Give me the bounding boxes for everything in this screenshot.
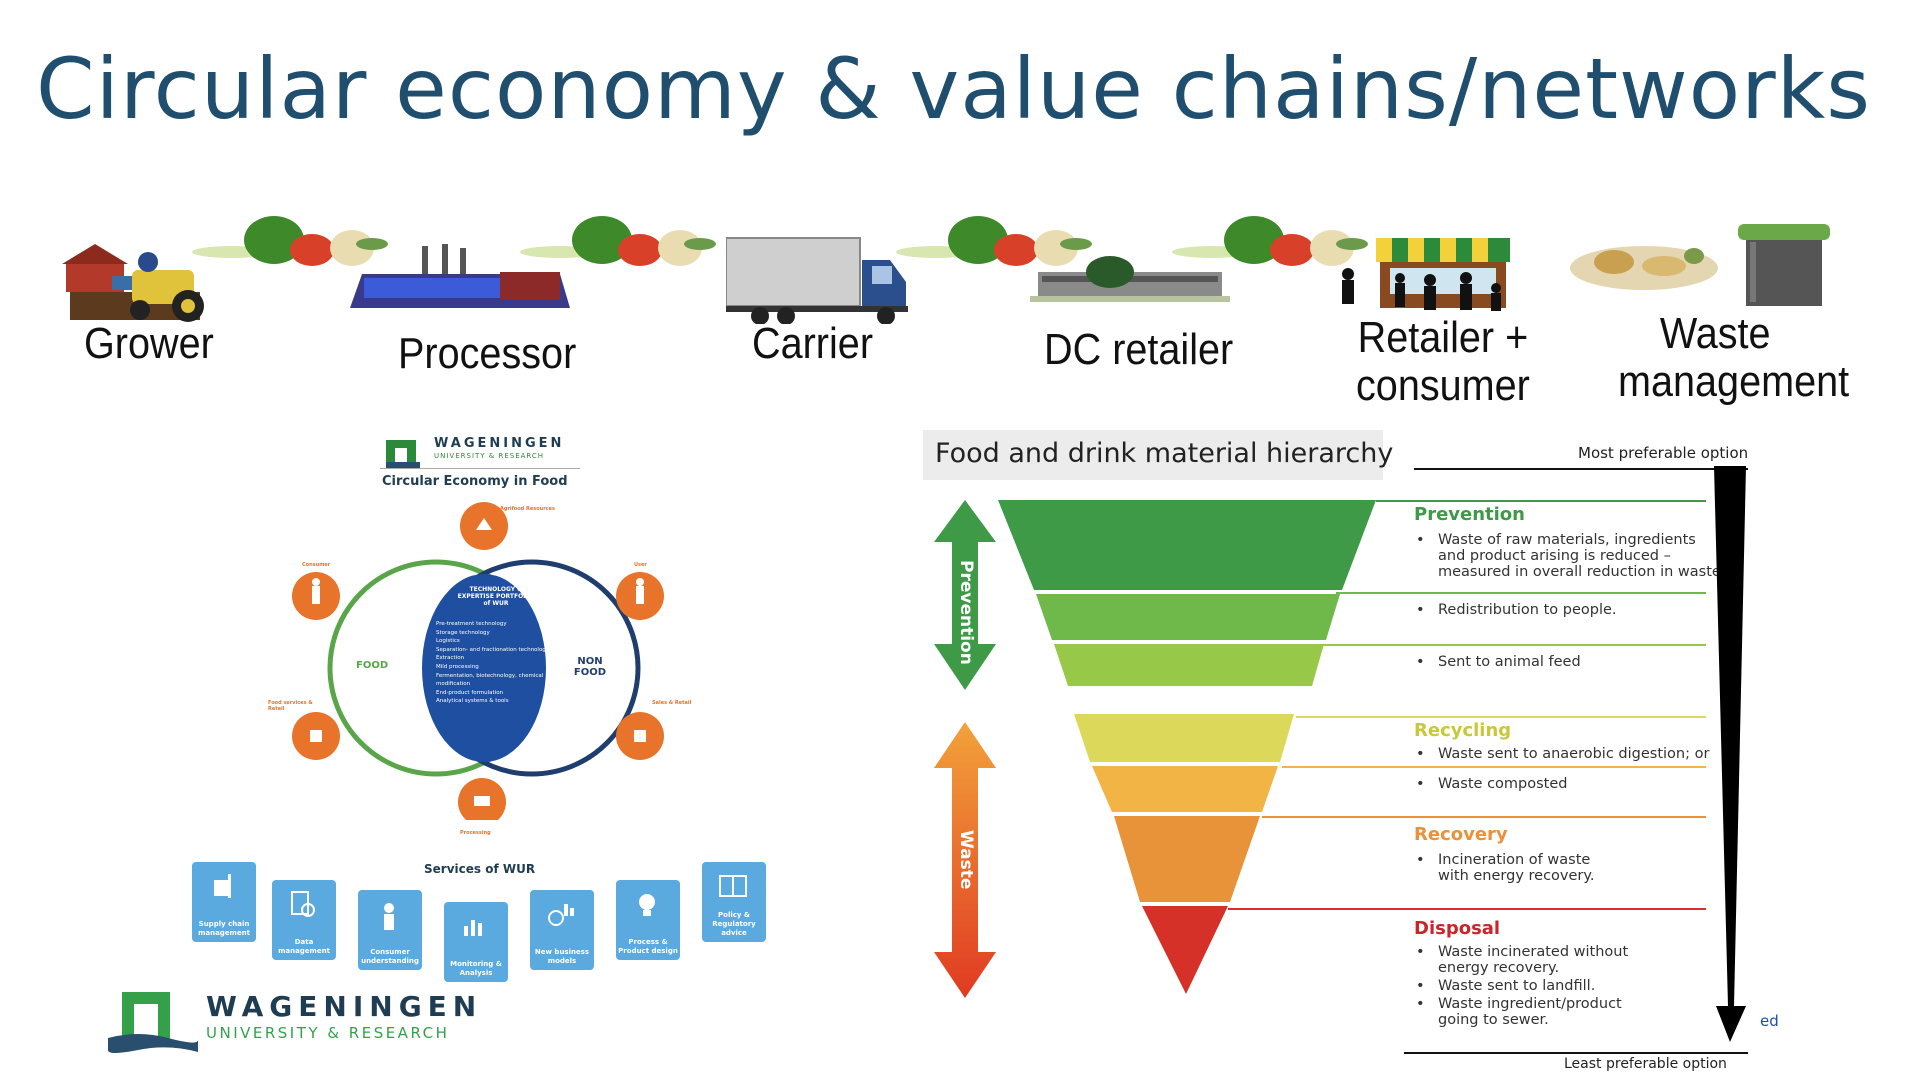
pyramid-redistribution: [1036, 594, 1340, 640]
circular-economy-rings: [292, 502, 664, 820]
node-processing: Processing: [460, 830, 491, 836]
top-rule: [1414, 468, 1748, 470]
document-search-icon: [291, 891, 315, 917]
service-tile-monitoring: Monitoring & Analysis: [444, 902, 508, 982]
divider: [380, 468, 580, 469]
heading-recovery: Recovery: [1414, 824, 1508, 845]
prevention-arrow-label: Prevention: [956, 560, 976, 665]
food-waste-icon: [1570, 246, 1718, 290]
pyramid-recovery: [1114, 816, 1260, 902]
wur-mini-logo-line2: UNIVERSITY & RESEARCH: [434, 452, 545, 460]
side-arrows: [934, 500, 996, 998]
bullet-composted: Waste composted: [1414, 776, 1567, 792]
service-tile-supply-chain: Supply chain management: [192, 862, 256, 942]
wur-logo-icon: [386, 440, 420, 468]
wur-logo-line2: UNIVERSITY & RESEARCH: [206, 1024, 450, 1042]
bin-icon: [1738, 224, 1830, 306]
pyramid-animal-feed: [1054, 644, 1324, 686]
preference-arrow: [1714, 466, 1746, 1042]
heading-recycling: Recycling: [1414, 720, 1512, 741]
hierarchy-pyramid: [998, 500, 1376, 994]
chain-label-retailer-consumer: Retailer + consumer: [1356, 313, 1530, 410]
heading-disposal: Disposal: [1414, 918, 1501, 939]
hierarchy-title-box: [923, 430, 1383, 480]
bottom-rule: [1404, 1052, 1748, 1054]
shop-icon: [1342, 238, 1510, 311]
pyramid-compost: [1092, 766, 1278, 812]
chain-label-grower: Grower: [84, 319, 214, 368]
least-preferable-label: Least preferable option: [1564, 1056, 1727, 1072]
wur-logo-mark-icon: [108, 992, 198, 1053]
most-preferable-label: Most preferable option: [1578, 444, 1749, 462]
factory-icon: [350, 244, 570, 308]
bullet-sewer: Waste ingredient/product going to sewer.: [1414, 996, 1622, 1028]
warehouse-icon: [1030, 256, 1230, 302]
bullet-prevention-1: Waste of raw materials, ingredients and …: [1414, 532, 1725, 580]
lightbulb-icon: [639, 894, 655, 916]
center-title: TECHNOLOGY & EXPERTISE PORTFOLIO of WUR: [457, 586, 535, 607]
node-sales: Sales & Retail: [652, 700, 692, 706]
vegetables-icon: [1172, 216, 1368, 266]
pyramid-recycling: [1074, 714, 1294, 762]
vegetables-icon: [520, 216, 716, 266]
center-items: Pre-treatment technology Storage technol…: [436, 621, 550, 705]
pyramid-disposal: [1142, 906, 1228, 994]
bullet-incineration-recovery: Incineration of waste with energy recove…: [1414, 852, 1595, 884]
service-tile-process: Process & Product design: [616, 880, 680, 960]
service-tile-consumer: Consumer understanding: [358, 890, 422, 970]
truck-icon: [726, 237, 908, 324]
waste-arrow-label: Waste: [956, 830, 976, 890]
food-label: FOOD: [356, 660, 389, 671]
wur-diagram-subtitle: Circular Economy in Food: [382, 474, 568, 489]
chain-label-waste-management: Waste management: [1618, 309, 1850, 406]
vegetables-icon: [192, 216, 388, 266]
service-tile-business: New business models: [530, 890, 594, 970]
cut-text: ed: [1760, 1012, 1779, 1030]
heading-prevention: Prevention: [1414, 504, 1525, 525]
person-question-icon: [384, 903, 394, 930]
chart-icon: [464, 920, 482, 936]
chain-label-processor: Processor: [398, 329, 577, 378]
bullet-redistribution: Redistribution to people.: [1414, 602, 1617, 618]
bullet-anaerobic: Waste sent to anaerobic digestion; or: [1414, 746, 1709, 762]
pyramid-prevention: [998, 500, 1376, 590]
forklift-icon: [214, 874, 231, 898]
bullet-incinerated: Waste incinerated without energy recover…: [1414, 944, 1628, 976]
magnifier-chart-icon: [548, 904, 574, 926]
chain-label-carrier: Carrier: [752, 319, 874, 368]
node-consumer: Consumer: [302, 562, 331, 568]
hierarchy-title: Food and drink material hierarchy: [935, 438, 1394, 469]
node-food-services: Food services & Retail: [268, 700, 313, 712]
nonfood-label: NON FOOD: [573, 656, 607, 678]
wur-logo-line1: WAGENINGEN: [206, 990, 483, 1023]
law-book-icon: [719, 875, 747, 897]
tractor-icon: [62, 244, 204, 322]
chain-label-dc-retailer: DC retailer: [1044, 325, 1234, 374]
bullet-landfill: Waste sent to landfill.: [1414, 978, 1595, 994]
slide-title: Circular economy & value chains/networks: [36, 40, 1872, 138]
node-agrifood: Agrifood Resources: [500, 506, 556, 512]
wur-mini-logo-line1: WAGENINGEN: [434, 436, 565, 451]
vegetables-icon: [896, 216, 1092, 266]
node-user: User: [634, 562, 647, 568]
service-tile-data: Data management: [272, 880, 336, 960]
services-title: Services of WUR: [424, 862, 536, 876]
service-tile-policy: Policy & Regulatory advice: [702, 862, 766, 942]
bullet-animal-feed: Sent to animal feed: [1414, 654, 1581, 670]
